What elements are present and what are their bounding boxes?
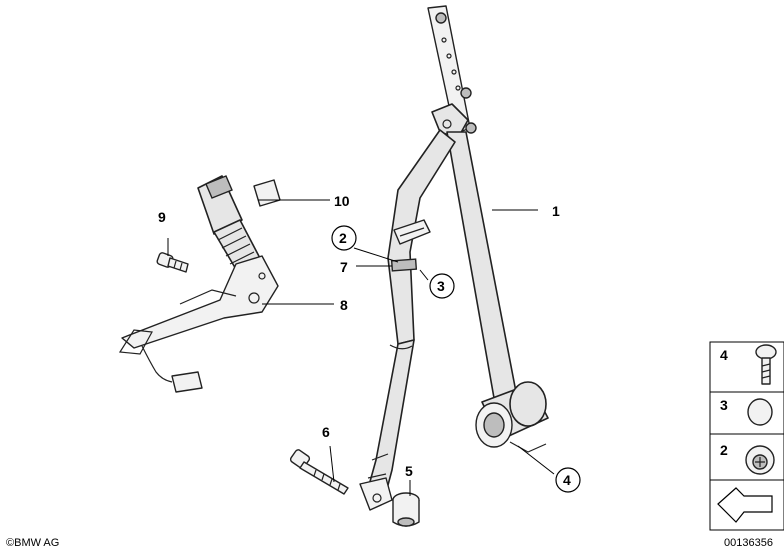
brand-label: ©BMW AG [6, 537, 59, 549]
anchor-bolt[interactable] [289, 449, 349, 495]
legend-label-2: 2 [720, 442, 728, 458]
callout-5: 5 [405, 463, 413, 479]
callout-3: 3 [437, 278, 445, 294]
callout-8: 8 [340, 297, 348, 313]
callout-7: 7 [340, 259, 348, 275]
cap-icon [747, 398, 773, 426]
belt-buckle-assembly[interactable] [118, 175, 279, 393]
callout-10: 10 [334, 193, 350, 209]
legend-label-3: 3 [720, 397, 728, 413]
buckle-bolt[interactable] [156, 252, 189, 273]
belt-guide-loop[interactable] [393, 219, 431, 245]
callout-4: 4 [563, 472, 571, 488]
callout-2: 2 [339, 230, 347, 246]
legend-label-4: 4 [720, 347, 728, 363]
callout-2-circle [331, 225, 357, 251]
warning-label[interactable] [253, 179, 281, 207]
callout-9: 9 [158, 209, 166, 225]
spacer-sleeve[interactable] [392, 492, 420, 527]
screw-icon [755, 344, 777, 385]
callout-3-circle [429, 273, 455, 299]
callout-1: 1 [552, 203, 560, 219]
diagram-code: 00136356 [724, 537, 773, 549]
legend-panel: 4 3 2 [709, 341, 784, 531]
leader-lines [167, 199, 555, 496]
arrow-icon [717, 487, 773, 523]
grommet-icon [745, 445, 775, 475]
callout-4-circle [555, 467, 581, 493]
callout-6: 6 [322, 424, 330, 440]
belt-retractor[interactable] [475, 381, 549, 453]
legend-row-3[interactable] [709, 391, 784, 435]
